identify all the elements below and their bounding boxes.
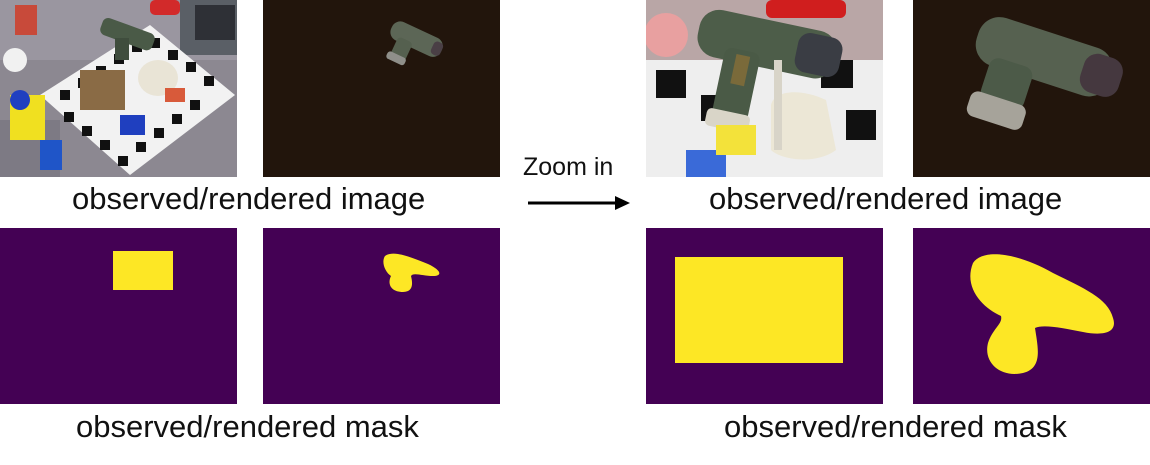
zoom-arrow [528, 196, 630, 210]
rendered-mask-shape-zoomed [970, 254, 1114, 374]
rendered-mask-shape [383, 253, 440, 292]
observed-mask-box [113, 251, 173, 290]
rendered-image-zoomed [913, 0, 1150, 177]
left-mask-caption: observed/rendered mask [76, 409, 419, 444]
rendered-mask-zoomed [913, 228, 1150, 404]
right-image-caption: observed/rendered image [709, 181, 1063, 216]
rendered-drill-zoomed [966, 17, 1123, 130]
observed-image-full [0, 0, 237, 177]
rendered-drill [386, 21, 444, 66]
observed-mask-full [0, 228, 237, 404]
right-mask-caption: observed/rendered mask [724, 409, 1067, 444]
observed-mask-box-zoomed [675, 257, 843, 363]
rendered-mask-full [263, 228, 500, 404]
observed-mask-zoomed [646, 228, 883, 404]
left-image-caption: observed/rendered image [72, 181, 426, 216]
render-background [263, 0, 500, 177]
observed-image-zoomed [646, 0, 883, 177]
rendered-image-full [263, 0, 500, 177]
zoom-in-label: Zoom in [523, 153, 614, 181]
